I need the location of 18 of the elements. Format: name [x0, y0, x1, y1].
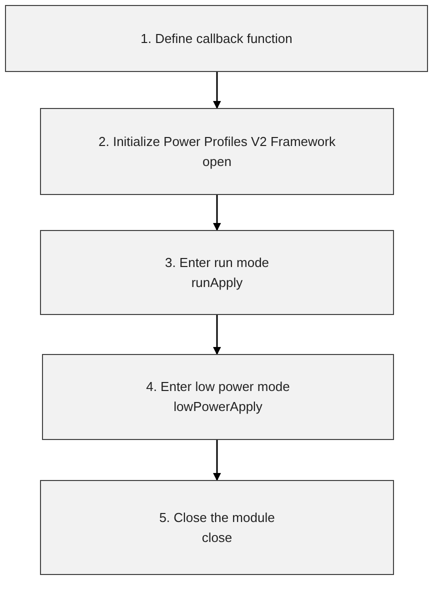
process-box	[40, 108, 394, 195]
step-title: 2. Initialize Power Profiles V2 Framework	[98, 132, 336, 150]
step-title: 1. Define callback function	[140, 30, 292, 48]
function-name: close	[202, 528, 232, 546]
function-name: lowPowerApply	[174, 398, 262, 416]
arrow	[213, 195, 221, 231]
step-title: 3. Enter run mode	[164, 254, 270, 272]
function-name: runApply	[191, 274, 243, 292]
arrow	[213, 315, 221, 355]
process-box	[42, 354, 394, 440]
arrow	[213, 440, 221, 481]
step-title: 4. Enter low power mode	[146, 378, 290, 396]
process-box	[40, 230, 394, 315]
function-name: open	[202, 152, 232, 171]
process-box	[5, 5, 428, 72]
arrow	[213, 72, 221, 109]
step-title: 5. Close the module	[159, 508, 275, 526]
process-box	[40, 480, 394, 575]
